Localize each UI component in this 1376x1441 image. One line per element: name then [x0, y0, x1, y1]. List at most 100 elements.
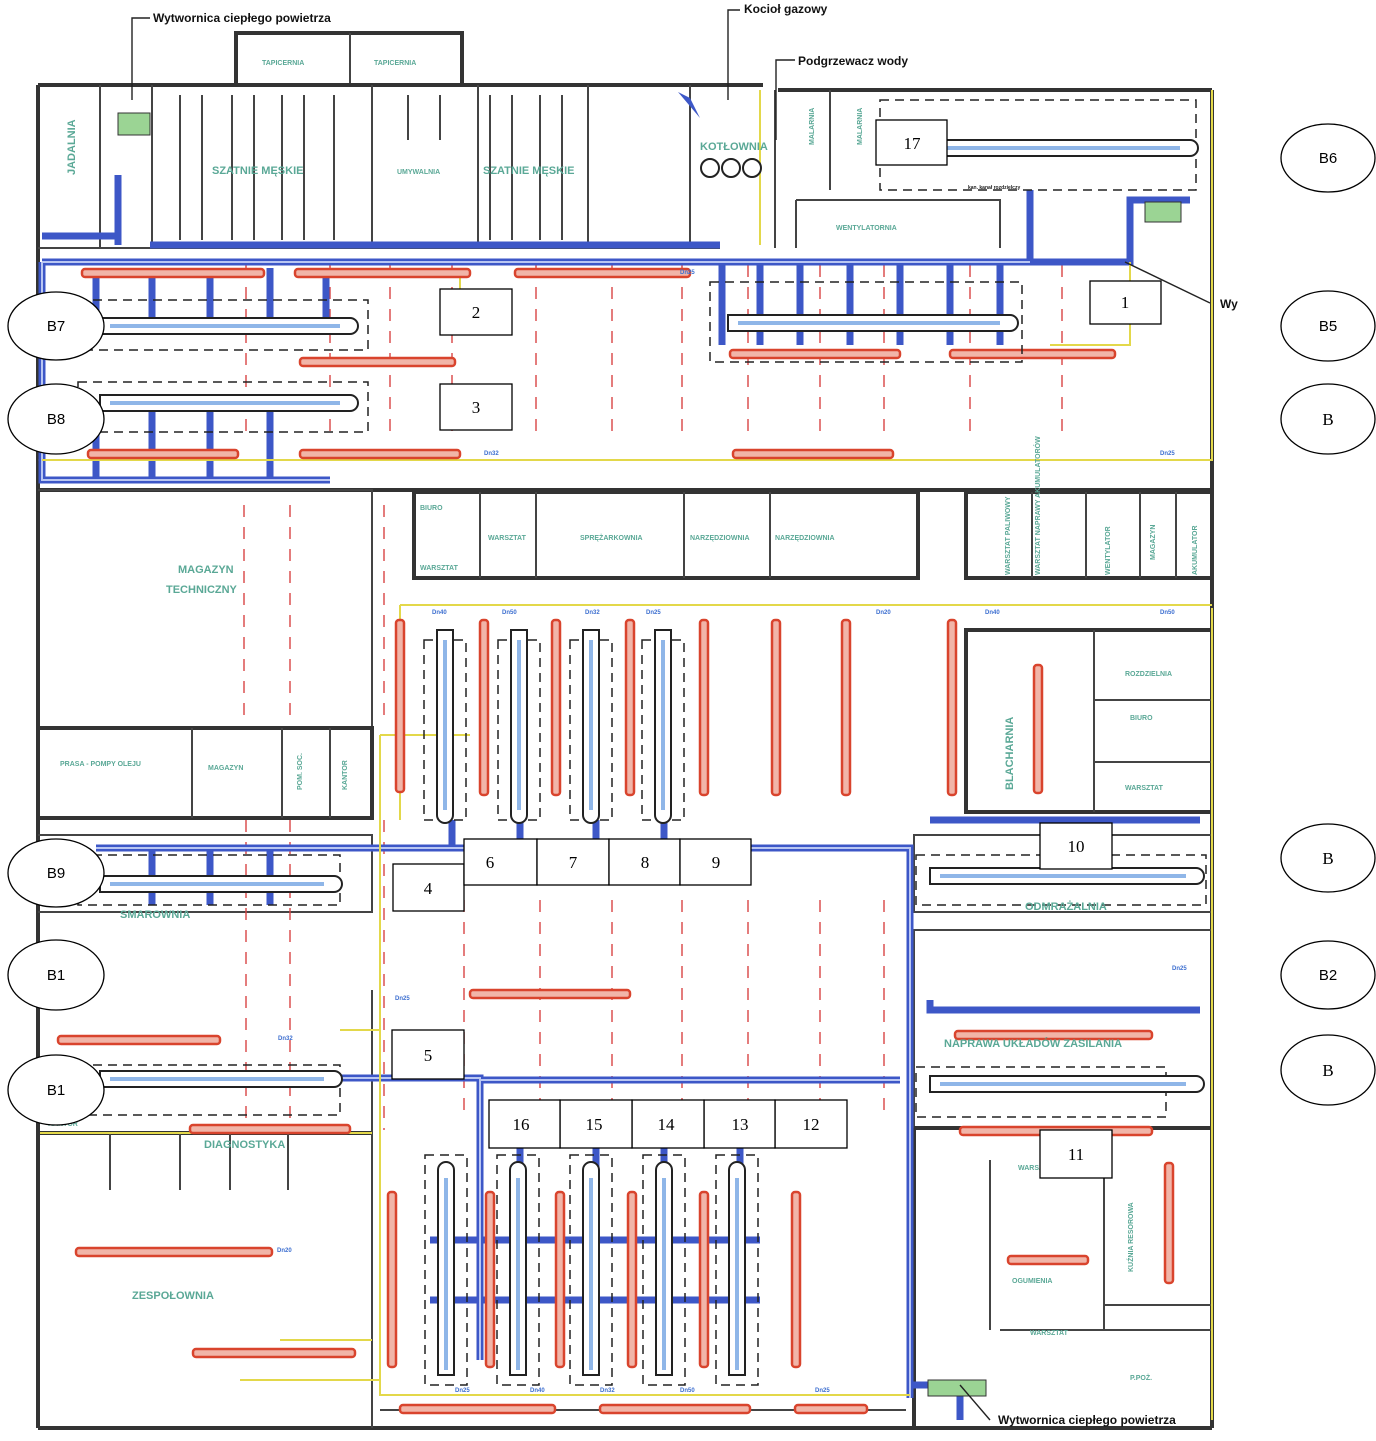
box-14: 14 [631, 1099, 705, 1149]
room-malarnia-1: MALARNIA [809, 108, 816, 145]
room-sprezarkownia: SPRĘŻARKOWNIA [580, 534, 643, 542]
svg-text:14: 14 [658, 1115, 676, 1134]
pipe-size-label: Dn50 [502, 610, 517, 616]
room-biuro-2: BIURO [1130, 715, 1153, 722]
room-magazyn-2: MAGAZYN [208, 765, 243, 772]
room-szatnie-2: SZATNIE MĘSKIE [483, 165, 574, 177]
pipe-size-label: Dn32 [484, 451, 499, 457]
box-16: 16 [488, 1099, 561, 1149]
svg-text:B6: B6 [1319, 150, 1337, 167]
box-3: 3 [439, 383, 513, 431]
box-7: 7 [536, 838, 610, 886]
room-jadalnia: JADALNIA [66, 119, 78, 175]
oval-b9: B9 [7, 838, 105, 908]
box-8: 8 [608, 838, 681, 886]
svg-text:1: 1 [1121, 293, 1130, 312]
room-warsztat-5: WARSZTAT [1030, 1330, 1069, 1337]
room-tapicernia-2: TAPICERNIA [374, 60, 416, 67]
air-heater-bottom-label: Wytwornica ciepłego powietrza [998, 1413, 1176, 1427]
room-biuro-1: BIURO [420, 505, 443, 512]
svg-text:16: 16 [513, 1115, 530, 1134]
oval-b-2: B [1280, 823, 1376, 893]
svg-text:2: 2 [472, 303, 481, 322]
pipe-size-label: Dn32 [585, 610, 600, 616]
svg-text:B: B [1322, 849, 1333, 868]
svg-text:13: 13 [732, 1115, 749, 1134]
room-warsztat-3: WARSZTAT [1125, 785, 1164, 792]
room-smarownia: SMAROWNIA [120, 909, 190, 921]
pipe-size-label: Dn40 [985, 610, 1000, 616]
box-9: 9 [679, 838, 752, 886]
room-warsztat-1: WARSZTAT [420, 565, 459, 572]
oval-b7: B7 [7, 291, 105, 361]
oval-b-1: B [1280, 383, 1376, 455]
svg-text:17: 17 [904, 134, 922, 153]
room-ogumienia: OGUMIENIA [1012, 1278, 1052, 1285]
grid-lines [243, 265, 1063, 1130]
pipe-size-label: Dn25 [455, 1388, 470, 1394]
svg-text:B5: B5 [1319, 318, 1337, 335]
room-wentylatornia: WENTYLATORNIA [836, 225, 897, 232]
box-4: 4 [392, 863, 465, 912]
room-labels: JADALNIA SZATNIE MĘSKIE UMYWALNIA SZATNI… [48, 60, 1199, 1382]
callout-leaders [131, 9, 1211, 1421]
room-ppoz: P.POŻ. [1130, 1374, 1152, 1382]
svg-text:3: 3 [472, 398, 481, 417]
svg-text:5: 5 [424, 1046, 433, 1065]
svg-text:B8: B8 [47, 411, 65, 428]
infrared-heaters [77, 92, 1207, 1397]
box-2: 2 [439, 288, 513, 336]
room-narzedziownia-2: NARZĘDZIOWNIA [775, 535, 835, 542]
box-12: 12 [774, 1099, 848, 1149]
oval-b2: B2 [1280, 940, 1376, 1010]
pipe-size-labels: Dn25 Dn32 Dn25 Dn40 Dn50 Dn32 Dn25 Dn20 … [277, 270, 1187, 1394]
room-diagnostyka: DIAGNOSTYKA [204, 1139, 285, 1151]
pipe-size-label: Dn40 [530, 1388, 545, 1394]
box-11: 11 [1039, 1129, 1113, 1179]
heater-units [56, 267, 1175, 1415]
oval-labels: B6 B7 B5 B8 B B9 B B1 B2 B1 B [7, 123, 1376, 1126]
room-kotlownia: KOTŁOWNIA [700, 141, 768, 153]
svg-text:B1: B1 [47, 1082, 65, 1099]
svg-text:15: 15 [586, 1115, 603, 1134]
cut-off-label: Wy [1220, 297, 1238, 311]
room-narzedziownia-1: NARZĘDZIOWNIA [690, 535, 750, 542]
pipe-size-label: Dn25 [680, 270, 695, 276]
svg-text:8: 8 [641, 853, 650, 872]
oval-b1-upper: B1 [7, 939, 105, 1011]
room-magazyn-r: MAGAZYN [1150, 525, 1157, 560]
room-magazyn-techniczny-2: TECHNICZNY [166, 584, 238, 596]
water-heater-label: Podgrzewacz wody [798, 54, 908, 68]
svg-text:B: B [1322, 410, 1333, 429]
oval-b5: B5 [1280, 290, 1376, 362]
pipe-size-label: Dn25 [1160, 451, 1175, 457]
room-warsztat-4: WARSZTAT [1018, 1165, 1057, 1172]
svg-text:B1: B1 [47, 967, 65, 984]
box-1: 1 [1089, 280, 1162, 325]
room-kuznia: KUŹNIA RESOROWA [1126, 1202, 1135, 1272]
pipe-size-label: Dn20 [876, 610, 891, 616]
room-pompy: PRASA - POMPY OLEJU [60, 761, 141, 768]
room-akumulator: AKUMULATOR [1192, 525, 1199, 575]
pipe-size-label: Dn25 [815, 1388, 830, 1394]
room-warsztat-2: WARSZTAT [488, 535, 527, 542]
room-tapicernia-1: TAPICERNIA [262, 60, 304, 67]
room-szatnie-1: SZATNIE MĘSKIE [212, 165, 303, 177]
pipe-size-label: Dn20 [277, 1248, 292, 1254]
room-rozdzielnia: ROZDZIELNIA [1125, 671, 1172, 678]
room-kantor-1: KANTOR [342, 760, 349, 790]
room-blacharnia: BLACHARNIA [1004, 717, 1016, 790]
pipe-size-label: Dn25 [646, 610, 661, 616]
gas-boiler-label: Kocioł gazowy [744, 2, 828, 16]
oval-b-3: B [1280, 1034, 1376, 1106]
oval-b8: B8 [7, 383, 105, 455]
svg-text:9: 9 [712, 853, 721, 872]
room-odmrazalnia: ODMRAŻALNIA [1025, 900, 1107, 913]
room-zespolownia: ZESPOŁOWNIA [132, 1290, 214, 1302]
box-5: 5 [391, 1029, 465, 1080]
box-6: 6 [463, 838, 538, 886]
box-10: 10 [1039, 822, 1113, 870]
room-magazyn-techniczny-1: MAGAZYN [178, 564, 234, 576]
pipe-size-label: Dn32 [278, 1036, 293, 1042]
